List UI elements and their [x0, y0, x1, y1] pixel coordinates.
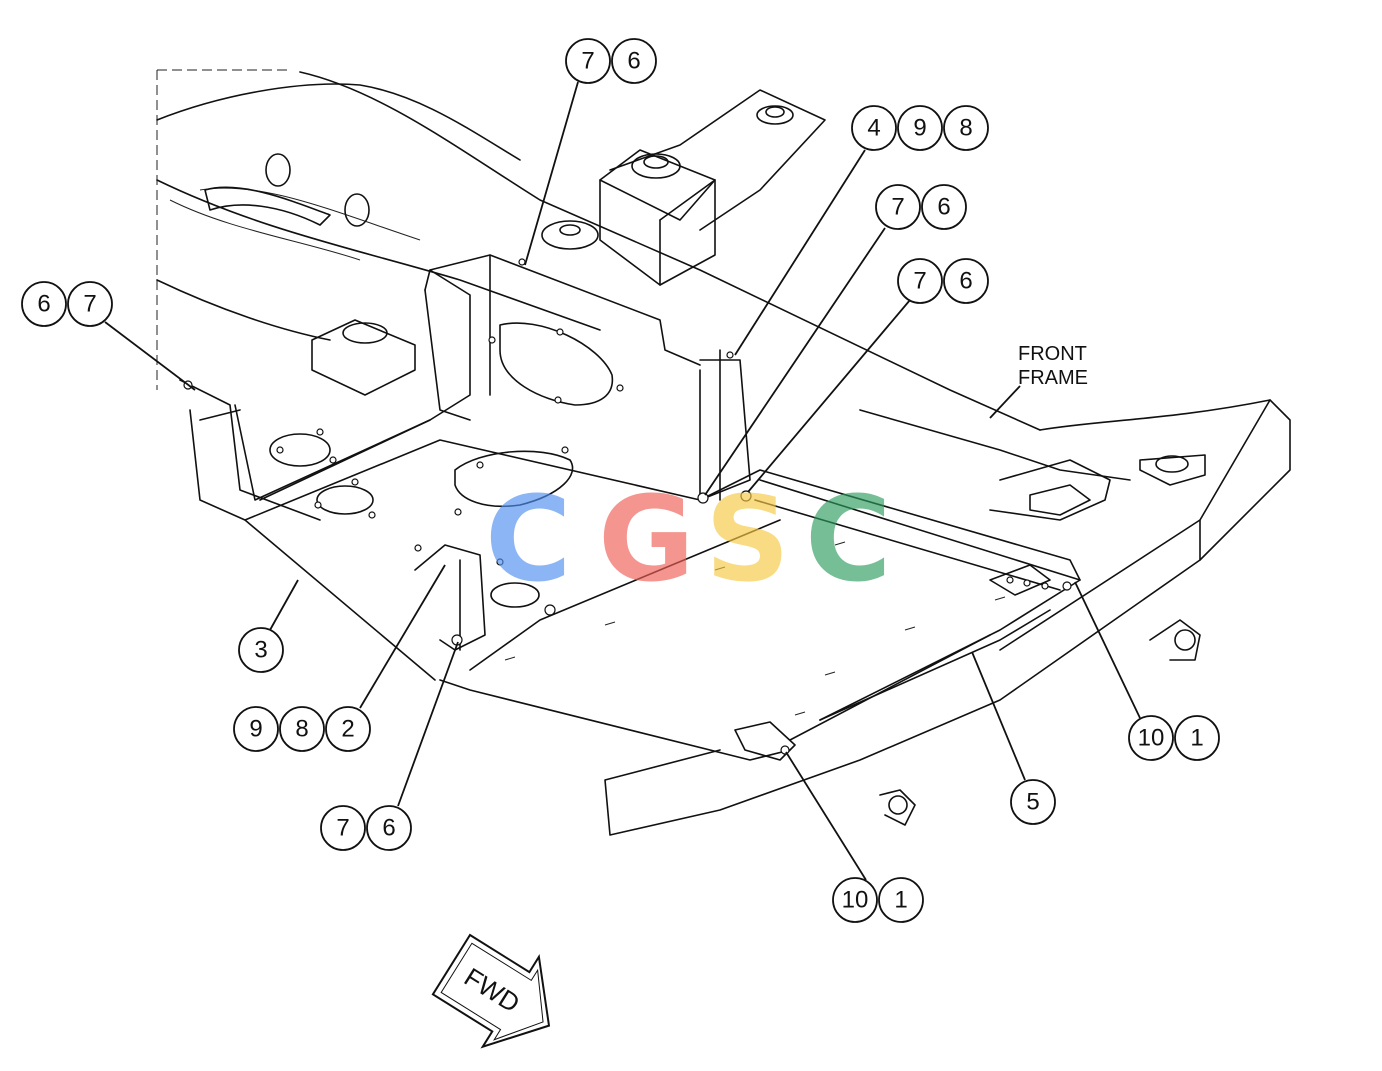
- callout-number: 8: [959, 115, 972, 142]
- callout-number: 1: [894, 887, 907, 914]
- callout-4-9-8: 4 9 8: [851, 105, 989, 151]
- front-frame-label-line1: FRONT: [1018, 343, 1087, 365]
- callout-number: 10: [842, 887, 869, 914]
- callout-10-1-right: 10 1: [1128, 715, 1220, 761]
- leader-lines: [104, 81, 1141, 881]
- callout-number: 6: [382, 815, 395, 842]
- callout-5: 5: [1010, 779, 1056, 825]
- callout-6-7-left: 6 7: [21, 281, 113, 327]
- watermark-letter: C: [485, 470, 572, 608]
- callout-number: 9: [249, 716, 262, 743]
- callout-7-6-top: 7 6: [565, 38, 657, 84]
- callout-10-1-bottom: 10 1: [832, 877, 924, 923]
- callout-7-6-bottom-left: 7 6: [320, 805, 412, 851]
- callout-number: 2: [341, 716, 354, 743]
- watermark-letter: C: [805, 470, 892, 608]
- callout-number: 9: [913, 115, 926, 142]
- callout-number: 7: [83, 291, 96, 318]
- callout-number: 7: [913, 268, 926, 295]
- callout-number: 1: [1190, 725, 1203, 752]
- callout-number: 6: [959, 268, 972, 295]
- front-frame-label-line2: FRAME: [1018, 367, 1088, 389]
- callout-number: 3: [254, 637, 267, 664]
- watermark-letter: S: [705, 470, 790, 608]
- watermark-letter: G: [598, 470, 695, 608]
- callout-9-8-2: 9 8 2: [233, 706, 371, 752]
- front-frame: [604, 399, 1291, 836]
- callout-number: 7: [581, 48, 594, 75]
- fwd-arrow-icon: FWD: [431, 933, 551, 1049]
- callout-number: 5: [1026, 789, 1039, 816]
- callout-number: 6: [627, 48, 640, 75]
- callout-3: 3: [238, 627, 284, 673]
- watermark: C G S C: [485, 470, 892, 608]
- callout-number: 6: [37, 291, 50, 318]
- callout-number: 8: [295, 716, 308, 743]
- callout-7-6-right-c: 7 6: [897, 258, 989, 304]
- plate-assembly: [179, 254, 1081, 761]
- callout-number: 6: [937, 194, 950, 221]
- callout-number: 4: [867, 115, 880, 142]
- callout-7-6-right-b: 7 6: [875, 184, 967, 230]
- callout-number: 7: [891, 194, 904, 221]
- callout-number: 7: [336, 815, 349, 842]
- callout-number: 10: [1138, 725, 1165, 752]
